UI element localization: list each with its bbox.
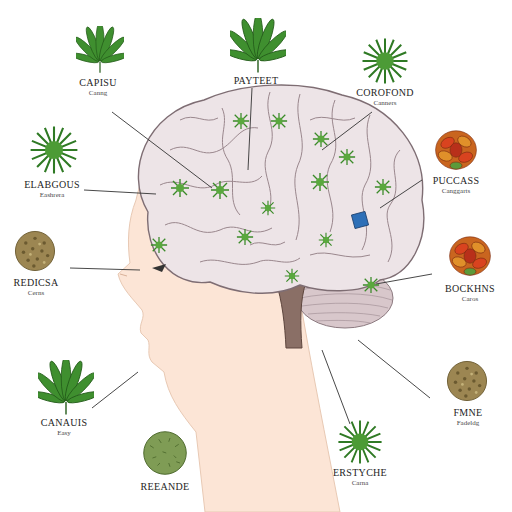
brain-plant-dots [151,113,391,293]
marker-square [351,211,368,228]
leader-lines [70,88,432,424]
plant-subtitle: Canners [374,100,397,107]
plant-subtitle: Canggarts [442,188,470,195]
plant-name: COROFOND [356,88,413,98]
plant-name: PAYTEET [234,76,279,86]
plant-subtitle: Caros [462,296,478,303]
plant-name: CANAUIS [41,418,88,428]
plant-name: CAPISU [79,78,116,88]
plant-name: ERSTYCHE [333,468,387,478]
brain [138,85,423,293]
plant-subtitle: Fadeldg [457,420,480,427]
plant-subtitle: Carna [352,480,369,487]
plant-subtitle: Easy [57,430,71,437]
brain-gyri [160,92,400,264]
plant-name: REEANDE [141,482,190,492]
plant-subtitle: Cerns [28,290,44,297]
plant-name: REDICSA [14,278,59,288]
plant-icons [15,14,490,474]
plant-name: FMNE [454,408,483,418]
plant-name: BOCKHNS [445,284,495,294]
plant-name: PUCCASS [433,176,480,186]
nostril [120,274,127,276]
plant-subtitle: Eashrera [40,192,64,199]
plant-name: ELABGOUS [24,180,80,190]
plant-subtitle: Canng [89,90,107,97]
bird-mark [152,264,166,272]
